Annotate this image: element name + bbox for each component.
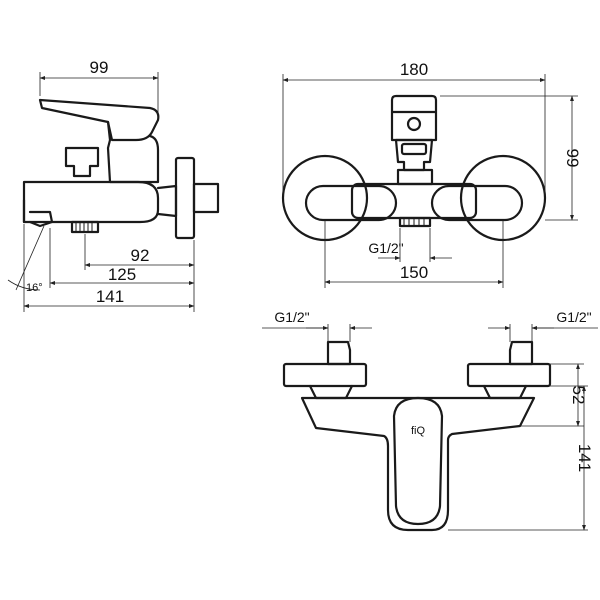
top-logo: fiQ bbox=[411, 425, 426, 437]
front-thread bbox=[403, 218, 425, 226]
front-lever-pivot bbox=[406, 116, 422, 132]
top-escutcheon-left bbox=[282, 362, 368, 388]
top-view: fiQ G1/2" G1/2" 52 141 bbox=[262, 309, 598, 532]
top-inlet-right bbox=[508, 340, 534, 366]
top-body bbox=[300, 396, 536, 532]
side-body bbox=[22, 180, 160, 224]
side-spout bbox=[22, 198, 54, 228]
front-diverter-cap bbox=[400, 142, 428, 156]
side-lever bbox=[38, 98, 160, 142]
side-view: 99 92 125 141 16° bbox=[7, 58, 220, 312]
front-view: 180 99 G1/2" 150 bbox=[281, 60, 582, 288]
dim-front-99: 99 bbox=[563, 149, 582, 168]
side-diverter-knob bbox=[64, 146, 100, 178]
dim-top-52: 52 bbox=[569, 386, 588, 405]
dim-side-92: 92 bbox=[131, 246, 150, 265]
side-escutcheon bbox=[174, 156, 196, 240]
top-inlet-left bbox=[326, 340, 352, 366]
dim-side-141: 141 bbox=[96, 287, 124, 306]
dim-front-180: 180 bbox=[400, 60, 428, 79]
side-thread bbox=[70, 220, 100, 234]
side-eccentric bbox=[156, 184, 178, 218]
front-thread-label: G1/2" bbox=[368, 240, 403, 256]
dim-side-99: 99 bbox=[90, 58, 109, 77]
side-cartridge bbox=[106, 120, 160, 184]
dim-side-125: 125 bbox=[108, 265, 136, 284]
dim-front-150: 150 bbox=[400, 263, 428, 282]
dim-top-141: 141 bbox=[575, 444, 594, 472]
side-wall-nut bbox=[192, 182, 220, 214]
top-escutcheon-right bbox=[466, 362, 552, 388]
top-thread-label-right: G1/2" bbox=[556, 309, 591, 325]
top-handle bbox=[392, 396, 444, 526]
front-body bbox=[350, 182, 478, 220]
dim-side-angle: 16° bbox=[26, 282, 43, 294]
front-eccentric-right bbox=[430, 184, 524, 222]
front-eccentric-left bbox=[304, 184, 398, 222]
top-thread-label-left: G1/2" bbox=[274, 309, 309, 325]
